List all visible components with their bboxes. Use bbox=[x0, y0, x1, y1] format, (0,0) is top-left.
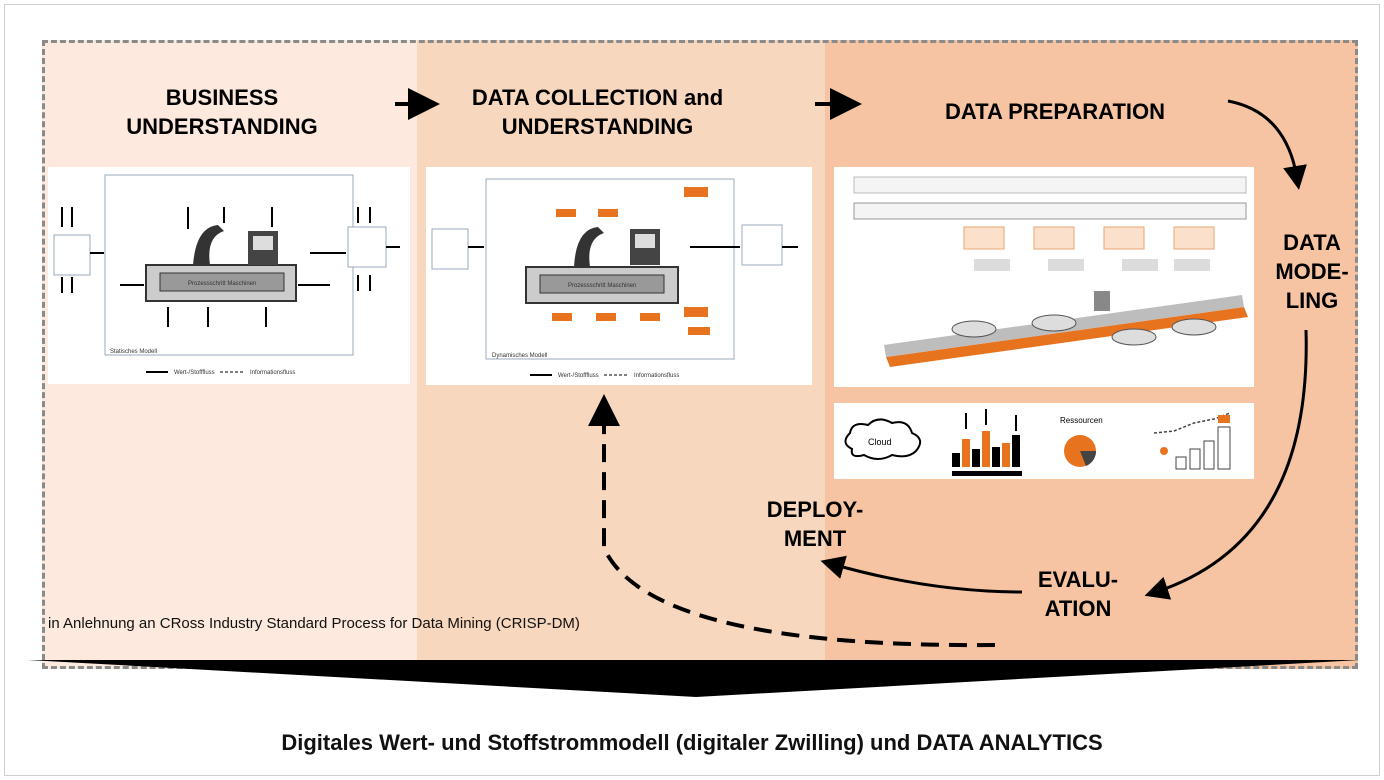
bottom-title: Digitales Wert- und Stoffstrommodell (di… bbox=[281, 730, 1103, 755]
pie-chart-icon bbox=[1064, 435, 1097, 467]
label-data-modeling: DATA MODE- LING bbox=[1275, 230, 1349, 313]
label-deployment: DEPLOY- MENT bbox=[766, 497, 864, 551]
resources-label: Ressourcen bbox=[1060, 416, 1103, 425]
label-business-understanding: BUSINESS UNDERSTANDING bbox=[126, 85, 318, 139]
legend-flow-2: Wert-/Stofffluss bbox=[558, 373, 599, 379]
label-data-preparation: DATA PREPARATION bbox=[945, 99, 1165, 124]
static-model-caption: Statisches Modell bbox=[110, 349, 157, 355]
bar-chart-icon bbox=[952, 409, 1022, 476]
process-analysis-image bbox=[834, 167, 1254, 387]
label-evaluation: EVALU- ATION bbox=[1037, 567, 1119, 621]
legend-info-1: Informationsfluss bbox=[250, 370, 295, 376]
crisp-dm-credit: in Anlehnung an CRoss Industry Standard … bbox=[48, 615, 580, 632]
arrow-modeling-to-evaluation bbox=[1144, 329, 1308, 600]
arrow-evaluation-to-deployment bbox=[820, 555, 1023, 594]
static-model-image: Prozessschritt Maschinen Statisches Mode… bbox=[48, 167, 410, 384]
process-step-label-2: Prozessschritt Maschinen bbox=[568, 283, 636, 289]
arrow-preparation-to-modeling bbox=[1227, 99, 1307, 190]
legend-info-2: Informationsfluss bbox=[634, 373, 679, 379]
label-data-collection: DATA COLLECTION and UNDERSTANDING bbox=[471, 85, 724, 139]
arrow-evaluation-feedback bbox=[588, 394, 996, 648]
legend-flow-1: Wert-/Stofffluss bbox=[174, 370, 215, 376]
cloud-icon bbox=[844, 418, 922, 460]
funnel-arrow bbox=[28, 660, 1360, 697]
dynamic-model-caption: Dynamisches Modell bbox=[492, 353, 547, 359]
trend-chart-icon bbox=[1153, 412, 1231, 470]
process-step-label-1: Prozessschritt Maschinen bbox=[188, 281, 256, 287]
dynamic-model-image: Prozessschritt Maschinen Dynamisches Mod… bbox=[426, 167, 812, 385]
analytics-icons-image: Cloud Ressourcen bbox=[834, 403, 1254, 479]
cloud-label: Cloud bbox=[868, 437, 892, 447]
